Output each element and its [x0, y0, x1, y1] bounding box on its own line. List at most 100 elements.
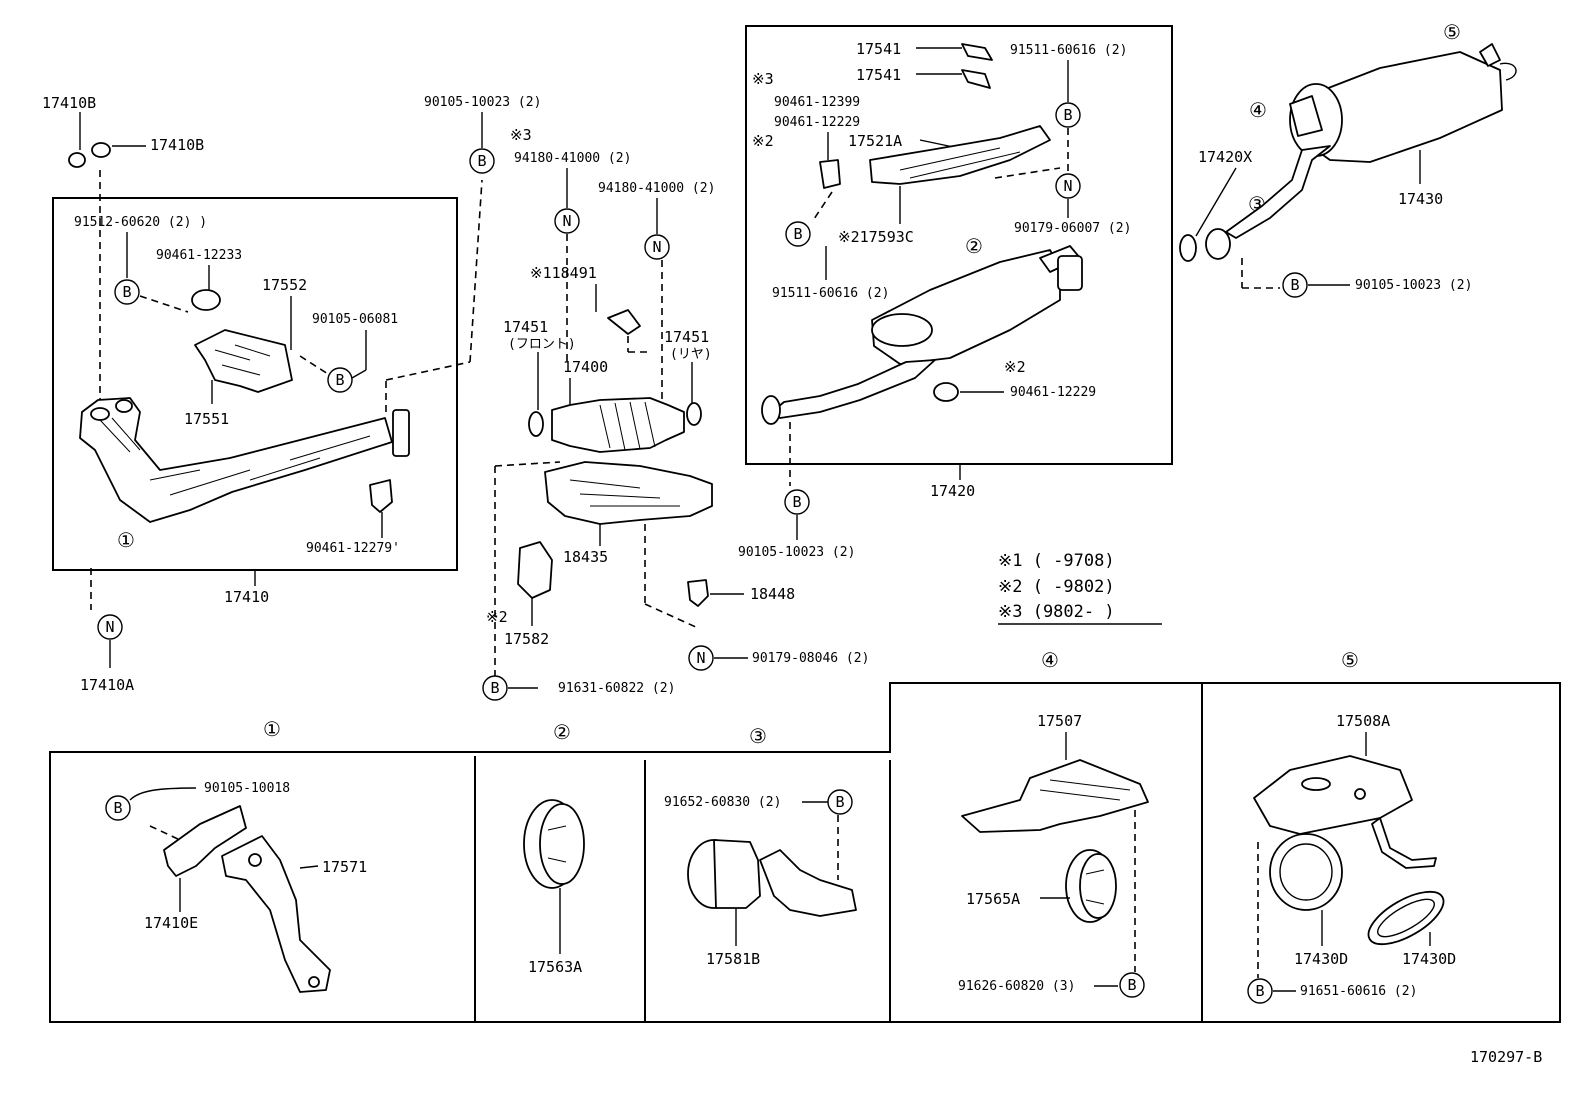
label-91651-60616: 91651-60616 (2) [1300, 984, 1417, 999]
detail-callout-5: ⑤ [1341, 648, 1359, 672]
b-symbol-letter: B [335, 371, 344, 389]
label-90179-08046: 90179-08046 (2) [752, 651, 869, 666]
detail-callout-3: ③ [749, 724, 767, 748]
b-symbol [1055, 102, 1081, 128]
tail-muffler-group: ⑤ ④ ③ 17420X 17430 B 90105-10023 (2) [1179, 20, 1517, 298]
pipe-flange [392, 409, 410, 457]
gasket-17420X [1179, 234, 1197, 262]
note-mark-2: ※2 [752, 132, 774, 150]
gasket-rear [686, 402, 702, 426]
center-pipe [771, 359, 936, 419]
label-91511-60616-a: 91511-60616 (2) [1010, 43, 1127, 58]
label-17420: 17420 [930, 482, 975, 500]
label-17451-front: 17451 [503, 318, 548, 336]
label-17582: 17582 [504, 630, 549, 648]
n-symbol-letter: N [105, 618, 114, 636]
figure-code: 170297-B [1470, 1048, 1542, 1066]
callout-5: ⑤ [1443, 20, 1461, 44]
sensor-18491 [607, 309, 641, 335]
label-17565A: 17565A [966, 890, 1020, 908]
note-mark-3: ※3 [510, 126, 532, 144]
label-18491: ※118491 [530, 264, 597, 282]
detail-callout-4: ④ [1041, 648, 1059, 672]
hanger-17571 [221, 835, 331, 993]
hanger-17410E [163, 805, 247, 877]
b-symbol [469, 148, 495, 174]
detail-3-support: 91652-60830 (2) B 17581B [664, 789, 857, 968]
b-symbol [785, 221, 811, 247]
b-symbol-letter: B [490, 679, 499, 697]
label-17410B-a: 17410B [42, 94, 96, 112]
bracket-17582 [517, 541, 553, 599]
center-muffler [871, 249, 1061, 365]
front-exhaust-pipe-group: 17410B 17410B 91512-60620 (2) ) B 90461-… [42, 94, 483, 694]
b-symbol [1282, 272, 1308, 298]
n-symbol [1055, 173, 1081, 199]
b-symbol-letter: B [792, 493, 801, 511]
label-17552: 17552 [262, 276, 307, 294]
label-17400: 17400 [563, 358, 608, 376]
label-17551: 17551 [184, 410, 229, 428]
n-symbol [97, 614, 123, 640]
note-2: ※2 ( -9802) [998, 577, 1115, 597]
center-pipe-box [745, 25, 1173, 465]
label-17410: 17410 [224, 588, 269, 606]
b-symbol-letter: B [1063, 106, 1072, 124]
label-90461-12229-a: 90461-12229 [774, 115, 860, 130]
label-17541-a: 17541 [856, 40, 901, 58]
b-symbol [482, 675, 508, 701]
clamp-part [933, 382, 959, 402]
label-90105-10023-b: 90105-10023 (2) [738, 545, 855, 560]
label-17410E: 17410E [144, 914, 198, 932]
label-90461-12229-b: 90461-12229 [1010, 385, 1096, 400]
note-mark-3: ※3 [752, 70, 774, 88]
b-symbol-letter: B [113, 799, 122, 817]
label-17508A: 17508A [1336, 712, 1390, 730]
b-symbol [1119, 972, 1145, 998]
bracket-17508A [1253, 755, 1413, 835]
detail-5-bracket: 17508A 17430D 17430D B 91651-60616 (2) [1247, 712, 1456, 1004]
note-mark-2: ※2 [1004, 358, 1026, 376]
label-94180-41000-b: 94180-41000 (2) [598, 181, 715, 196]
catalytic-converter-group: 90105-10023 (2) B ※3 94180-41000 (2) N 9… [424, 95, 869, 701]
label-17410A: 17410A [80, 676, 134, 694]
b-symbol-letter: B [1255, 982, 1264, 1000]
label-17430D-a: 17430D [1294, 950, 1348, 968]
gasket-front [528, 411, 544, 437]
sensor-18448 [687, 579, 709, 607]
label-17420X: 17420X [1198, 148, 1252, 166]
detail-callout-1: ① [263, 717, 281, 741]
n-symbol [688, 645, 714, 671]
detail-2-support: 17563A [523, 799, 585, 976]
b-symbol [1247, 978, 1273, 1004]
detail-1-hangers: B 90105-10018 17571 17410E [105, 781, 367, 993]
detail-4-bracket: 17507 17565A 91626-60820 (3) B [958, 712, 1149, 998]
label-90105-10023-a: 90105-10023 (2) [424, 95, 541, 110]
note-3: ※3 (9802- ) [998, 602, 1115, 622]
label-17541-b: 17541 [856, 66, 901, 84]
bracket-17551 [194, 329, 293, 393]
label-17410B-b: 17410B [150, 136, 204, 154]
label-17593C: ※217593C [838, 228, 914, 246]
label-91631-60822: 91631-60822 (2) [558, 681, 675, 696]
gasket-ring [68, 152, 86, 168]
label-90105-10018: 90105-10018 [204, 781, 290, 796]
label-17571: 17571 [322, 858, 367, 876]
n-symbol [554, 208, 580, 234]
label-91512-60620: 91512-60620 (2) ) [74, 215, 207, 230]
label-90461-12399: 90461-12399 [774, 95, 860, 110]
label-17563A: 17563A [528, 958, 582, 976]
callout-1: ① [117, 528, 135, 552]
gasket-ring [91, 142, 111, 158]
bracket-17507 [961, 759, 1149, 833]
b-symbol [327, 367, 353, 393]
rubber-support-17581B [713, 839, 761, 909]
label-17521A: 17521A [848, 132, 902, 150]
label-91511-60616-b: 91511-60616 (2) [772, 286, 889, 301]
heat-insulator-18435 [544, 461, 713, 525]
b-symbol-letter: B [477, 152, 486, 170]
b-symbol [784, 489, 810, 515]
label-90105-06081: 90105-06081 [312, 312, 398, 327]
label-17581B: 17581B [706, 950, 760, 968]
label-17451-rear: 17451 [664, 328, 709, 346]
